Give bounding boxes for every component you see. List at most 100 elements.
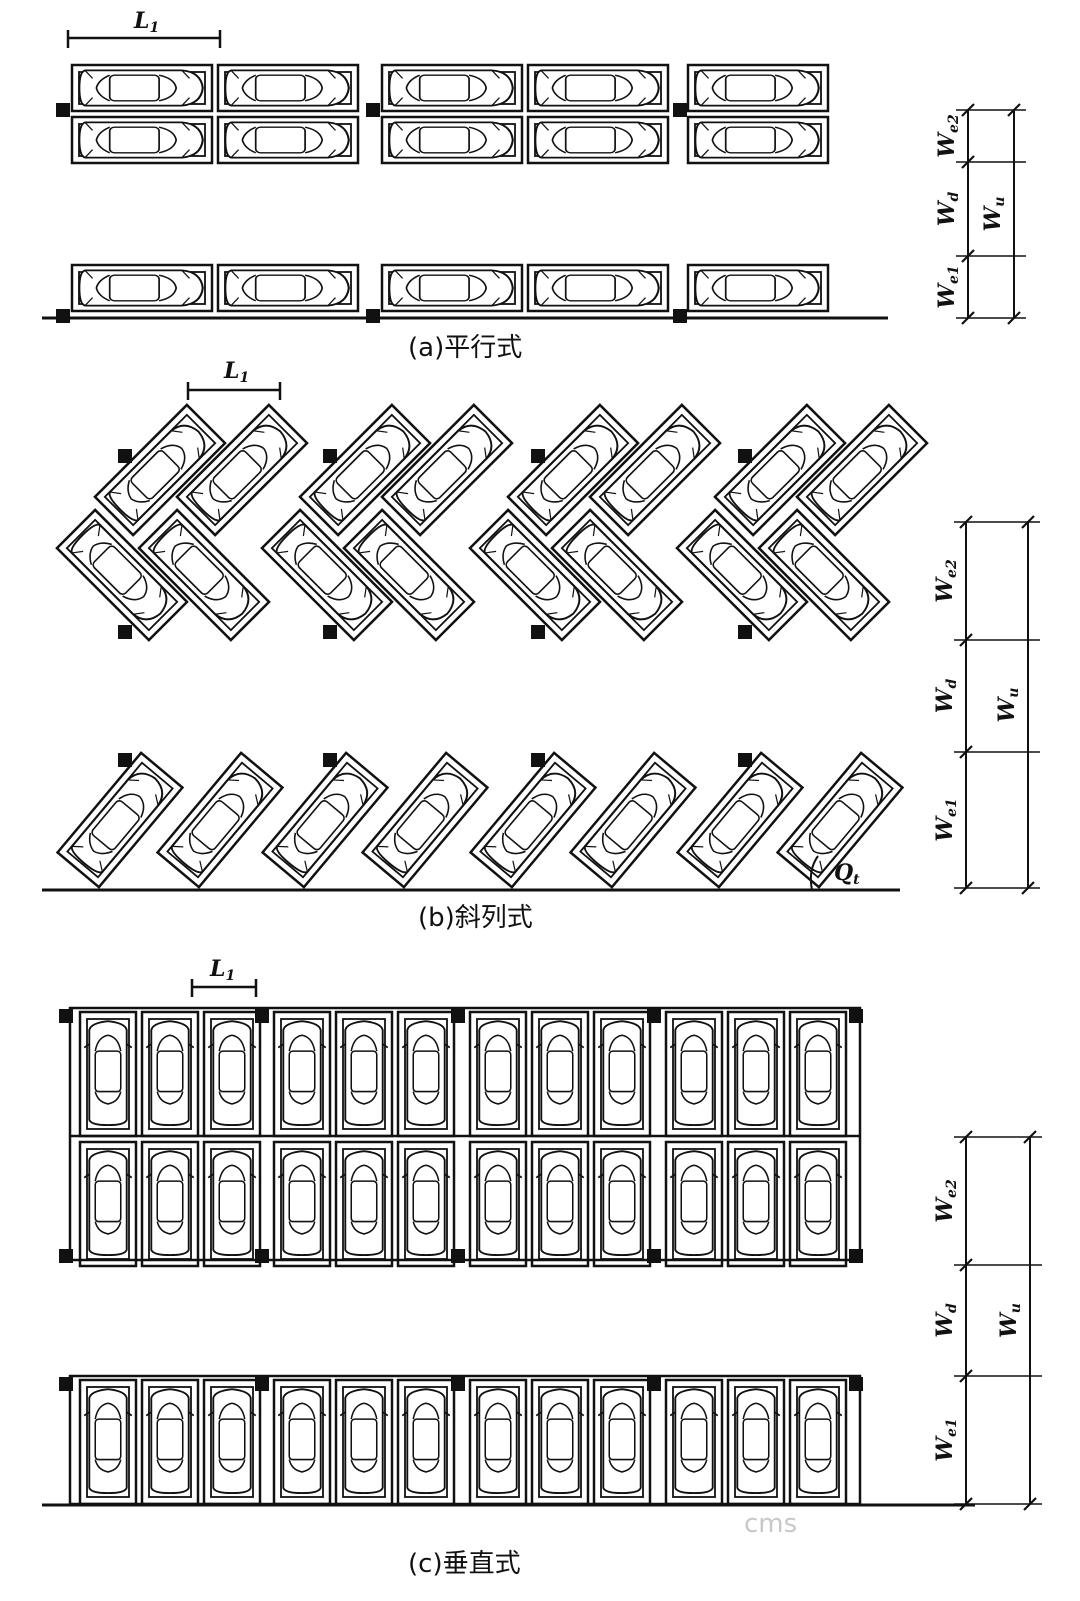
perpendicular-slot-bot-6: [396, 1378, 456, 1506]
angled-slot-bot-2: [155, 751, 285, 889]
angled-slot-top-4: [380, 403, 514, 537]
angled-slot-top-2: [175, 403, 309, 537]
parallel-slot-mid-5: [686, 115, 830, 165]
perpendicular-slot-bot-7: [468, 1378, 528, 1506]
perpendicular-slot-top-8: [530, 1010, 590, 1138]
wu-label-a: Wu: [980, 197, 1008, 232]
perpendicular-slot-top-10: [664, 1010, 724, 1138]
angled-parking-slots: [55, 403, 929, 889]
parallel-slot-mid-3: [380, 115, 524, 165]
we2-label-c: We2: [932, 1179, 960, 1223]
wd-label-b: Wd: [932, 679, 960, 714]
perpendicular-slot-mid-2: [140, 1140, 200, 1268]
perpendicular-slot-top-1: [78, 1010, 138, 1138]
perpendicular-slot-top-4: [272, 1010, 332, 1138]
angled-slot-top-7: [713, 403, 847, 537]
perpendicular-slot-bot-10: [664, 1378, 724, 1506]
perpendicular-slot-bot-3: [202, 1378, 262, 1506]
watermark-text: cms: [744, 1509, 797, 1539]
wu-label-c: Wu: [996, 1303, 1024, 1338]
angled-slot-bot-6: [568, 751, 698, 889]
angled-slot-bot-8: [775, 751, 905, 889]
parallel-slot-top-1: [70, 63, 214, 113]
column-post: [673, 309, 687, 323]
parallel-slot-bot-2: [216, 263, 360, 313]
we2-label-a: We2: [934, 114, 962, 158]
parallel-slot-mid-2: [216, 115, 360, 165]
perpendicular-slot-bot-8: [530, 1378, 590, 1506]
perpendicular-slot-mid-12: [788, 1140, 848, 1268]
perpendicular-slot-top-7: [468, 1010, 528, 1138]
parallel-slot-top-3: [380, 63, 524, 113]
parallel-slot-bot-1: [70, 263, 214, 313]
column-post: [451, 1377, 465, 1391]
angled-slot-bot-5: [468, 751, 598, 889]
column-post: [118, 625, 132, 639]
perpendicular-slot-top-6: [396, 1010, 456, 1138]
angled-slot-mid-4: [342, 508, 476, 642]
dimension-l1-a: L1: [66, 8, 222, 48]
perpendicular-slot-top-5: [334, 1010, 394, 1138]
column-post: [323, 753, 337, 767]
angled-slot-bot-4: [360, 751, 490, 889]
angled-slot-bot-7: [675, 751, 805, 889]
column-post: [323, 449, 337, 463]
perpendicular-slot-mid-11: [726, 1140, 786, 1268]
we1-label-c: We1: [932, 1418, 960, 1461]
parallel-slot-top-5: [686, 63, 830, 113]
perpendicular-slot-bot-4: [272, 1378, 332, 1506]
angled-slot-top-3: [298, 403, 432, 537]
column-post: [118, 449, 132, 463]
column-post: [738, 625, 752, 639]
column-post: [366, 309, 380, 323]
column-post: [673, 103, 687, 117]
column-post: [451, 1249, 465, 1263]
angled-slot-top-5: [506, 403, 640, 537]
angle-arc: [809, 855, 819, 891]
angled-slot-top-6: [588, 403, 722, 537]
column-post: [647, 1249, 661, 1263]
perpendicular-slot-mid-1: [78, 1140, 138, 1268]
perpendicular-slot-mid-6: [396, 1140, 456, 1268]
column-post: [255, 1377, 269, 1391]
column-post: [366, 103, 380, 117]
dimension-l1-b: L1: [186, 358, 282, 400]
perpendicular-slot-bot-12: [788, 1378, 848, 1506]
angled-slot-bot-3: [260, 751, 390, 889]
wd-label-c: Wd: [932, 1303, 960, 1338]
perpendicular-slot-mid-7: [468, 1140, 528, 1268]
perpendicular-slot-top-11: [726, 1010, 786, 1138]
parallel-parking-slots: [56, 63, 830, 323]
column-post: [849, 1249, 863, 1263]
column-post: [531, 625, 545, 639]
wd-label-a: Wd: [934, 192, 962, 227]
angled-slot-mid-5: [468, 508, 602, 642]
column-post: [531, 449, 545, 463]
perpendicular-slot-top-9: [592, 1010, 652, 1138]
perpendicular-slot-bot-9: [592, 1378, 652, 1506]
column-post: [255, 1009, 269, 1023]
column-post: [56, 103, 70, 117]
perpendicular-slot-mid-10: [664, 1140, 724, 1268]
we1-label-a: We1: [934, 265, 962, 308]
angled-slot-top-1: [93, 403, 227, 537]
perpendicular-slot-mid-4: [272, 1140, 332, 1268]
column-post: [451, 1009, 465, 1023]
angled-slot-mid-8: [757, 508, 891, 642]
we2-label-b: We2: [932, 559, 960, 603]
caption-a: (a)平行式: [408, 333, 522, 363]
wu-label-b: Wu: [994, 688, 1022, 723]
perpendicular-slot-mid-3: [202, 1140, 262, 1268]
l1-label-a: L1: [133, 8, 159, 36]
angled-slot-mid-6: [550, 508, 684, 642]
column-post: [56, 309, 70, 323]
column-post: [59, 1009, 73, 1023]
l1-label-c: L1: [209, 956, 235, 984]
parallel-slot-top-2: [216, 63, 360, 113]
perpendicular-slot-mid-5: [334, 1140, 394, 1268]
